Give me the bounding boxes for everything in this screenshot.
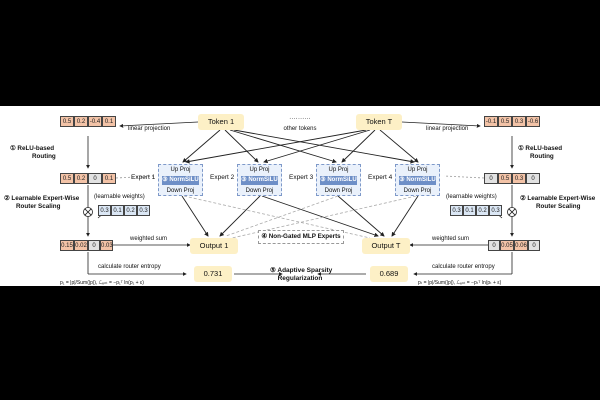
expert-2-box: Up Proj ③ NormSiLU Down Proj <box>237 164 282 196</box>
cell: 0 <box>488 240 500 251</box>
left-learnable-weights-label: (learnable weights) <box>94 194 145 200</box>
expert-2-label: Expert 2 <box>210 174 235 181</box>
figure-background <box>0 106 600 286</box>
cell: 0.02 <box>74 240 88 251</box>
cell: 0.3 <box>137 205 150 216</box>
left-weighted-sum-label: weighted sum <box>130 236 168 242</box>
cell: -0.6 <box>526 116 540 127</box>
right-scaling-label-2: Router Scaling <box>536 203 581 210</box>
cell: 0.06 <box>514 240 528 251</box>
up-proj-label: Up Proj <box>249 167 270 173</box>
cell: -0.4 <box>88 116 102 127</box>
right-entropy-label: calculate router entropy <box>432 264 495 270</box>
cell: 0.1 <box>102 116 116 127</box>
sparsity-label-2: Regularization <box>277 275 323 282</box>
down-proj-label: Down Proj <box>403 188 432 194</box>
right-formula: pₜ = |p|/Sum(|p|), ℒₑₙₜ = −pₜᵀ ln(pₜ + ε… <box>418 280 502 286</box>
cell: 0.05 <box>500 240 514 251</box>
expert-4-box: Up Proj ③ NormSiLU Down Proj <box>395 164 440 196</box>
output-t-box: Output T <box>362 238 410 254</box>
cell: 0 <box>528 240 540 251</box>
expert-4-label: Expert 4 <box>368 174 393 181</box>
output-1-box: Output 1 <box>190 238 238 254</box>
cell: -0.1 <box>484 116 498 127</box>
other-tokens-label: other tokens <box>283 126 317 132</box>
cell: 0.3 <box>512 116 526 127</box>
cell: 0.2 <box>476 205 489 216</box>
cell: 0.15 <box>60 240 74 251</box>
token-t-box: Token T <box>356 114 402 130</box>
cell: 0.2 <box>124 205 137 216</box>
right-scaling-label-1: ② Learnable Expert-Wise <box>520 195 596 202</box>
left-formula: p₁ = |p|/Sum(|p|), ℒₑₙₜ = −p₁ᵀ ln(p₁ + ε… <box>60 280 144 286</box>
cell: 0.2 <box>74 116 88 127</box>
cell: 0.3 <box>512 173 526 184</box>
cell: 0.1 <box>111 205 124 216</box>
up-proj-label: Up Proj <box>407 167 428 173</box>
non-gated-experts-label: ④ Non-Gated MLP Experts <box>258 230 344 244</box>
up-proj-label: Up Proj <box>170 167 191 173</box>
cell: 0.2 <box>74 173 88 184</box>
right-relu-label-2: Routing <box>530 153 554 160</box>
down-proj-label: Down Proj <box>245 188 274 194</box>
cell: 0.1 <box>463 205 476 216</box>
left-linear-projection-label: linear projection <box>128 126 171 132</box>
left-entropy-label: calculate router entropy <box>98 264 161 270</box>
cell: 0 <box>88 173 102 184</box>
entropy-value-left: 0.731 <box>194 266 232 282</box>
entropy-value-right: 0.689 <box>370 266 408 282</box>
cell: 0.3 <box>489 205 502 216</box>
right-learnable-weights-label: (learnable weights) <box>446 194 497 200</box>
norm-silu-label: ③ NormSiLU <box>399 176 436 185</box>
cell: 0.3 <box>450 205 463 216</box>
cell: 0 <box>484 173 498 184</box>
expert-3-label: Expert 3 <box>289 174 314 181</box>
expert-1-box: Up Proj ③ NormSiLU Down Proj <box>158 164 203 196</box>
right-relu-label-1: ① ReLU-based <box>518 145 563 152</box>
left-relu-label-2: Routing <box>32 153 56 160</box>
down-proj-label: Down Proj <box>166 188 195 194</box>
cell: 0 <box>526 173 540 184</box>
cell: 0.1 <box>102 173 116 184</box>
sparsity-label-1: ⑤ Adaptive Sparsity <box>270 267 333 274</box>
cell: 0.3 <box>98 205 111 216</box>
expert-1-label: Expert 1 <box>131 174 156 181</box>
norm-silu-label: ③ NormSiLU <box>241 176 278 185</box>
left-scaling-label-1: ② Learnable Expert-Wise <box>4 195 80 202</box>
cell: 0.5 <box>498 116 512 127</box>
token-1-box: Token 1 <box>198 114 244 130</box>
left-relu-label-1: ① ReLU-based <box>10 145 55 152</box>
expert-3-box: Up Proj ③ NormSiLU Down Proj <box>316 164 361 196</box>
cell: 0 <box>88 240 100 251</box>
other-tokens-dots: ·········· <box>289 115 311 122</box>
cell: 0.5 <box>60 116 74 127</box>
cell: 0.5 <box>60 173 74 184</box>
cell: 0.5 <box>498 173 512 184</box>
down-proj-label: Down Proj <box>324 188 353 194</box>
norm-silu-label: ③ NormSiLU <box>162 176 199 185</box>
up-proj-label: Up Proj <box>328 167 349 173</box>
cell: 0.03 <box>100 240 113 251</box>
right-linear-projection-label: linear projection <box>426 126 469 132</box>
right-weighted-sum-label: weighted sum <box>432 236 470 242</box>
left-scaling-label-2: Router Scaling <box>16 203 61 210</box>
norm-silu-label: ③ NormSiLU <box>320 176 357 185</box>
